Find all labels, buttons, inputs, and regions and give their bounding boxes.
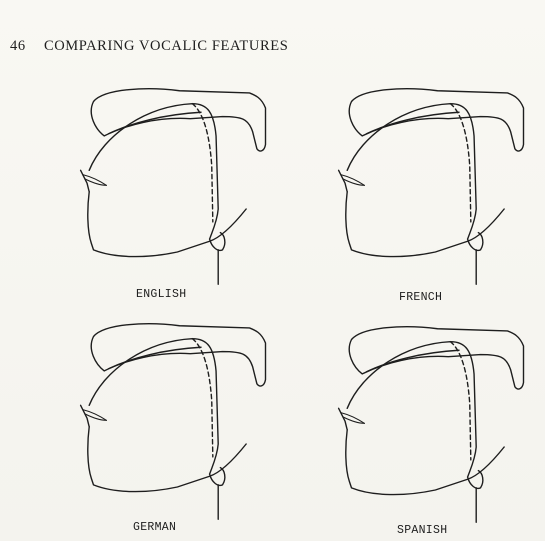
vocal-tract-diagram: [72, 80, 287, 295]
caption-german: GERMAN: [133, 521, 176, 534]
chapter-title: COMPARING VOCALIC FEATURES: [44, 38, 288, 54]
figure-german-vocal-tract: [72, 315, 287, 530]
figure-spanish-vocal-tract: [330, 318, 545, 533]
vocal-tract-diagram: [330, 318, 545, 533]
caption-spanish: SPANISH: [397, 524, 447, 537]
page-number: 46: [10, 38, 26, 54]
figure-french-vocal-tract: [330, 80, 545, 295]
running-head: 46 COMPARING VOCALIC FEATURES: [10, 38, 288, 55]
figure-english-vocal-tract: [72, 80, 287, 295]
caption-french: FRENCH: [399, 291, 442, 304]
vocal-tract-diagram: [72, 315, 287, 530]
caption-english: ENGLISH: [136, 288, 186, 301]
vocal-tract-diagram: [330, 80, 545, 295]
